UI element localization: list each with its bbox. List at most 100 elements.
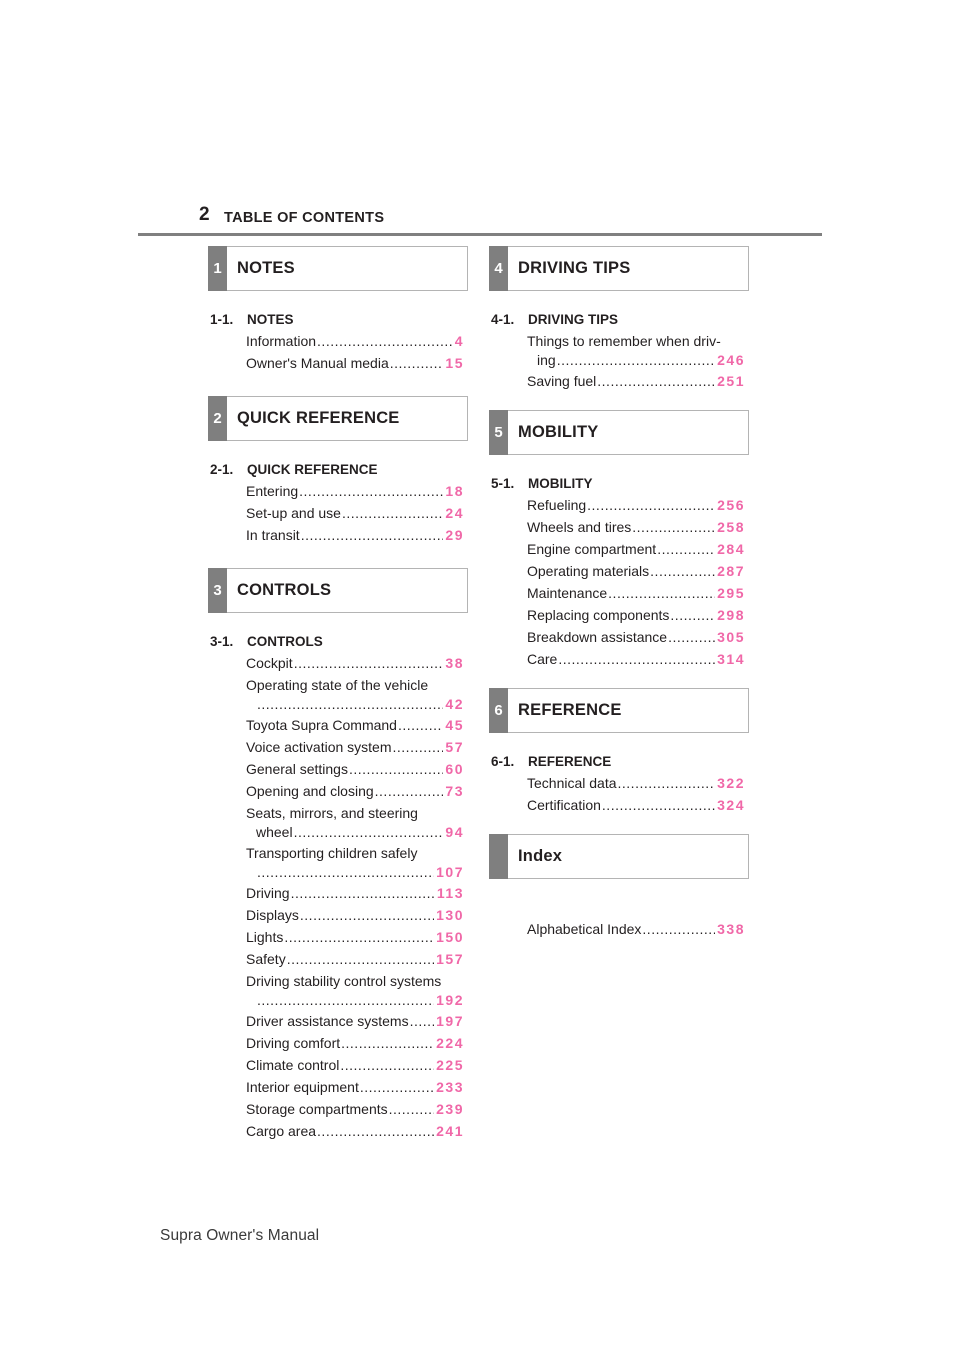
- toc-entry[interactable]: Driver assistance systems197: [246, 1010, 464, 1032]
- toc-entry[interactable]: Storage compartments239: [246, 1098, 464, 1120]
- toc-page-link[interactable]: 73: [445, 783, 464, 799]
- toc-entry[interactable]: Operating state of the vehicle42: [246, 674, 464, 714]
- toc-entry[interactable]: Entering18: [246, 480, 464, 502]
- toc-entry[interactable]: Driving stability control systems192: [246, 970, 464, 1010]
- toc-entry[interactable]: Care 314: [527, 648, 745, 670]
- toc-entry[interactable]: Toyota Supra Command45: [246, 714, 464, 736]
- toc-entry-list: Things to remember when driv-ing246Savin…: [527, 330, 745, 392]
- dot-leader: [597, 370, 715, 392]
- toc-page-link[interactable]: 45: [445, 717, 464, 733]
- toc-entry[interactable]: Technical data322: [527, 772, 745, 794]
- toc-page-link[interactable]: 113: [436, 885, 464, 901]
- toc-page-link[interactable]: 338: [717, 921, 745, 937]
- toc-entry-list: Refueling256Wheels and tires258Engine co…: [527, 494, 745, 670]
- toc-entry[interactable]: Alphabetical Index338: [527, 918, 745, 940]
- toc-page-link[interactable]: 241: [436, 1123, 464, 1139]
- toc-page-link[interactable]: 322: [717, 775, 745, 791]
- subsection-heading: 1-1.NOTES: [210, 310, 468, 330]
- section-number-tab: 1: [208, 245, 227, 291]
- toc-page-link[interactable]: 94: [445, 824, 464, 840]
- dot-leader: [294, 822, 444, 842]
- dot-leader: [668, 626, 715, 648]
- subsection-heading: 4-1.DRIVING TIPS: [491, 310, 749, 330]
- toc-entry[interactable]: Cockpit38: [246, 652, 464, 674]
- section-title: MOBILITY: [518, 423, 599, 441]
- toc-page-link[interactable]: 60: [445, 761, 464, 777]
- toc-entry[interactable]: Transporting children safely107: [246, 842, 464, 882]
- toc-entry[interactable]: Opening and closing73: [246, 780, 464, 802]
- toc-page-link[interactable]: 256: [717, 497, 745, 513]
- toc-page-link[interactable]: 305: [717, 629, 745, 645]
- toc-entry[interactable]: Set-up and use24: [246, 502, 464, 524]
- toc-page-link[interactable]: 197: [436, 1013, 464, 1029]
- toc-page-link[interactable]: 233: [436, 1079, 464, 1095]
- toc-page-link[interactable]: 42: [445, 696, 464, 712]
- subsection-code: 3-1.: [210, 634, 234, 649]
- toc-page-link[interactable]: 4: [454, 333, 464, 349]
- subsection-heading: 6-1.REFERENCE: [491, 752, 749, 772]
- toc-page-link[interactable]: 314: [717, 651, 745, 667]
- toc-entry[interactable]: Voice activation system57: [246, 736, 464, 758]
- toc-page-link[interactable]: 157: [436, 951, 464, 967]
- toc-page-link[interactable]: 295: [717, 585, 745, 601]
- toc-entry-label: Care: [527, 651, 558, 667]
- toc-page-link[interactable]: 15: [445, 355, 464, 371]
- toc-entry-label: Things to remember when driv-: [527, 333, 721, 349]
- toc-page-link[interactable]: 324: [717, 797, 745, 813]
- toc-entry[interactable]: Certification324: [527, 794, 745, 816]
- toc-page-link[interactable]: 224: [436, 1035, 464, 1051]
- toc-page-link[interactable]: 298: [717, 607, 745, 623]
- toc-entry[interactable]: In transit29: [246, 524, 464, 546]
- toc-page-link[interactable]: 239: [436, 1101, 464, 1117]
- toc-page-link[interactable]: 107: [436, 864, 464, 880]
- toc-page-link[interactable]: 24: [445, 505, 464, 521]
- toc-page-link[interactable]: 57: [445, 739, 464, 755]
- toc-page-link[interactable]: 192: [436, 992, 464, 1008]
- toc-entry[interactable]: Driving comfort224: [246, 1032, 464, 1054]
- section-title: QUICK REFERENCE: [237, 409, 400, 427]
- toc-entry[interactable]: Seats, mirrors, and steeringwheel94: [246, 802, 464, 842]
- toc-page-link[interactable]: 150: [436, 929, 464, 945]
- toc-entry[interactable]: General settings60: [246, 758, 464, 780]
- section-title: REFERENCE: [518, 701, 622, 719]
- toc-page-link[interactable]: 258: [717, 519, 745, 535]
- toc-entry[interactable]: Wheels and tires258: [527, 516, 745, 538]
- toc-entry[interactable]: Engine compartment284: [527, 538, 745, 560]
- toc-entry[interactable]: Lights 150: [246, 926, 464, 948]
- toc-entry[interactable]: Breakdown assistance305: [527, 626, 745, 648]
- toc-entry[interactable]: Safety157: [246, 948, 464, 970]
- toc-page-link[interactable]: 284: [717, 541, 745, 557]
- toc-entry[interactable]: Maintenance295: [527, 582, 745, 604]
- toc-page-link[interactable]: 38: [445, 655, 464, 671]
- toc-page-link[interactable]: 287: [717, 563, 745, 579]
- toc-entry[interactable]: Replacing components298: [527, 604, 745, 626]
- toc-entry[interactable]: Refueling256: [527, 494, 745, 516]
- toc-entry[interactable]: Information4: [246, 330, 464, 352]
- toc-entry[interactable]: Operating materials287: [527, 560, 745, 582]
- toc-entry-label: Displays: [246, 907, 299, 923]
- toc-entry-label: Climate control: [246, 1057, 340, 1073]
- dot-leader: [317, 1120, 434, 1142]
- toc-entry[interactable]: Climate control 225: [246, 1054, 464, 1076]
- toc-page-link[interactable]: 18: [445, 483, 464, 499]
- toc-page-link[interactable]: 246: [717, 352, 745, 368]
- toc-entry-label: Lights: [246, 929, 284, 945]
- dot-leader: [657, 538, 715, 560]
- toc-entry[interactable]: Cargo area241: [246, 1120, 464, 1142]
- toc-entry[interactable]: Displays 130: [246, 904, 464, 926]
- toc-entry[interactable]: Saving fuel251: [527, 370, 745, 392]
- toc-entry[interactable]: Owner's Manual media15: [246, 352, 464, 374]
- toc-page-link[interactable]: 225: [436, 1057, 464, 1073]
- toc-page-link[interactable]: 29: [445, 527, 464, 543]
- subsection-heading: 3-1.CONTROLS: [210, 632, 468, 652]
- toc-entry[interactable]: Driving113: [246, 882, 464, 904]
- toc-page-link[interactable]: 130: [436, 907, 464, 923]
- toc-entry[interactable]: Things to remember when driv-ing246: [527, 330, 745, 370]
- toc-page-link[interactable]: 251: [717, 373, 745, 389]
- toc-entry[interactable]: Interior equipment233: [246, 1076, 464, 1098]
